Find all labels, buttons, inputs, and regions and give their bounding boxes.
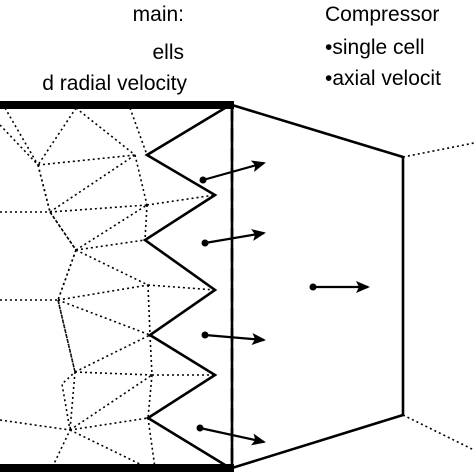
radial-velocity-arrows <box>196 160 266 446</box>
velocity-arrow <box>201 331 266 345</box>
dotted-extension-top <box>402 142 474 158</box>
dotted-mesh <box>0 107 216 469</box>
left-label-line-2: ells <box>152 41 184 64</box>
axial-velocity-arrow <box>309 281 370 293</box>
velocity-arrow <box>201 229 266 247</box>
right-label-line-2: •single cell <box>325 36 425 59</box>
right-label-line-1: Compressor <box>325 3 440 26</box>
zigzag-boundary <box>142 103 231 470</box>
left-label-line-3: d radial velocity <box>42 72 187 95</box>
velocity-arrow <box>199 160 266 184</box>
velocity-arrow <box>196 424 266 446</box>
dotted-extension-bottom <box>402 414 474 451</box>
right-label-line-3: •axial velocit <box>325 67 441 90</box>
left-label-line-1: main: <box>132 3 184 26</box>
